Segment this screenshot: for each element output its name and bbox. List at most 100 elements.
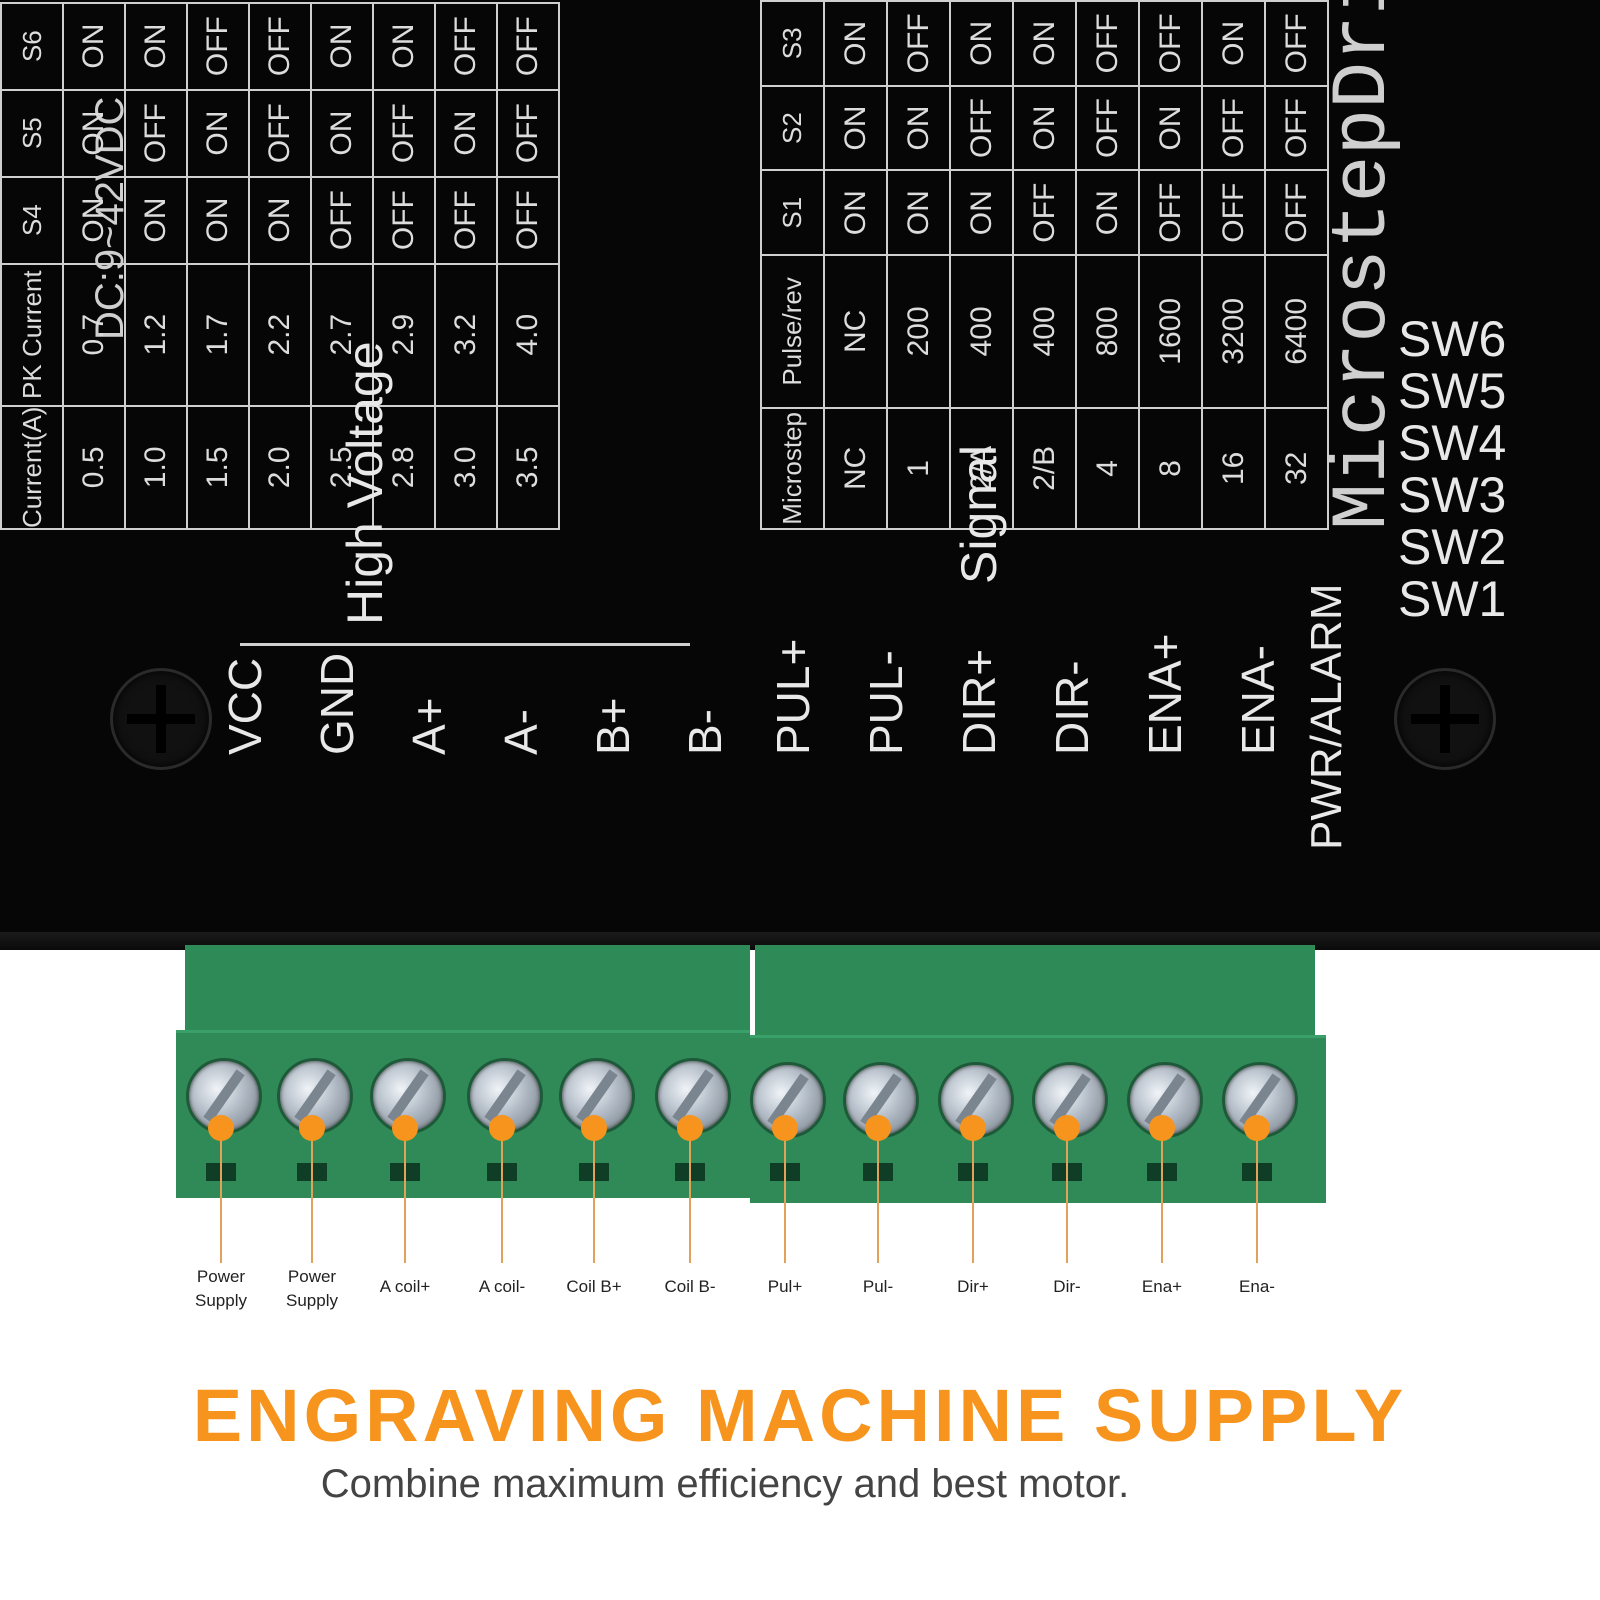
port-marker-dot bbox=[208, 1115, 234, 1141]
port-label-line: Ena+ bbox=[1141, 1277, 1183, 1296]
port-label-line: A coil+ bbox=[379, 1277, 431, 1296]
port-marker-dot bbox=[489, 1115, 515, 1141]
current-table-cell: OFF bbox=[125, 89, 187, 177]
port-leader-line bbox=[311, 1128, 313, 1263]
microstep-table-cell: ON bbox=[1013, 85, 1076, 171]
current-table-cell: S4 bbox=[1, 176, 63, 264]
terminal-block-signal-top bbox=[755, 945, 1315, 1035]
port-leader-line bbox=[404, 1128, 406, 1263]
current-table-cell: ON bbox=[249, 176, 311, 264]
microstep-table-cell: Microstep bbox=[761, 407, 824, 529]
microstep-table-cell: OFF bbox=[1265, 170, 1328, 256]
current-table-cell: OFF bbox=[249, 89, 311, 177]
microstep-table-cell: ON bbox=[824, 170, 887, 256]
panel-terminal-label: VCC bbox=[219, 657, 271, 755]
current-table-cell: OFF bbox=[497, 176, 559, 264]
port-leader-line bbox=[972, 1128, 974, 1263]
current-table-cell: ON bbox=[311, 89, 373, 177]
port-marker-dot bbox=[865, 1115, 891, 1141]
port-label-line: Pul+ bbox=[767, 1277, 803, 1296]
microstep-table-cell: OFF bbox=[1202, 85, 1265, 171]
current-table-cell: Current(A) bbox=[1, 405, 63, 529]
port-label-line: Coil B+ bbox=[566, 1277, 622, 1296]
port-label: Pul+ bbox=[730, 1275, 840, 1299]
mounting-screw-right bbox=[1394, 668, 1496, 770]
microstep-table-cell: OFF bbox=[1013, 170, 1076, 256]
current-table-cell: S6 bbox=[1, 2, 63, 90]
port-label: Coil B+ bbox=[539, 1275, 649, 1299]
port-leader-line bbox=[784, 1128, 786, 1263]
current-table-cell: OFF bbox=[435, 2, 497, 90]
current-table-cell: OFF bbox=[373, 89, 435, 177]
current-table-cell: ON bbox=[187, 176, 249, 264]
port-label-line: A coil- bbox=[478, 1277, 526, 1296]
current-table-cell: 3.2 bbox=[435, 263, 497, 406]
current-table-cell: 1.5 bbox=[187, 405, 249, 529]
dip-switch-label: SW5 bbox=[1398, 363, 1507, 419]
terminal-block-hv bbox=[176, 1030, 750, 1198]
port-label: A coil- bbox=[447, 1275, 557, 1299]
port-label: Dir- bbox=[1012, 1275, 1122, 1299]
current-table-cell: 3.5 bbox=[497, 405, 559, 529]
current-table-cell: 3.0 bbox=[435, 405, 497, 529]
microstep-table-cell: S1 bbox=[761, 170, 824, 256]
microstep-table-cell: ON bbox=[1139, 85, 1202, 171]
panel-terminal-label: DIR- bbox=[1046, 660, 1098, 755]
current-table-cell: 0.5 bbox=[63, 405, 125, 529]
panel-terminal-label: GND bbox=[311, 652, 363, 755]
current-table-cell: PK Current bbox=[1, 263, 63, 406]
dip-switch-label: SW4 bbox=[1398, 415, 1507, 471]
port-marker-dot bbox=[392, 1115, 418, 1141]
panel-terminal-label: PUL- bbox=[860, 650, 912, 755]
current-table-cell: ON bbox=[63, 2, 125, 90]
microstep-table-cell: OFF bbox=[1139, 170, 1202, 256]
panel-terminal-label: A+ bbox=[403, 697, 455, 755]
microstep-table-cell: 400 bbox=[950, 255, 1013, 408]
microstep-table-cell: Pulse/rev bbox=[761, 255, 824, 408]
microstep-table-cell: S3 bbox=[761, 1, 824, 86]
port-label-line: Supply bbox=[195, 1291, 247, 1310]
port-leader-line bbox=[877, 1128, 879, 1263]
current-table-cell: 1.0 bbox=[125, 405, 187, 529]
port-label-line: Pul- bbox=[862, 1277, 894, 1296]
microstep-table-cell: NC bbox=[824, 255, 887, 408]
current-table-cell: 2.0 bbox=[249, 405, 311, 529]
port-marker-dot bbox=[772, 1115, 798, 1141]
microstep-table-cell: 1 bbox=[887, 407, 950, 529]
port-label-line: Supply bbox=[286, 1291, 338, 1310]
status-label: PWR/ALARM bbox=[1302, 583, 1351, 850]
port-label-line: Dir+ bbox=[957, 1277, 989, 1296]
current-table-cell: ON bbox=[373, 2, 435, 90]
high-voltage-label: High Voltage bbox=[337, 341, 393, 625]
current-table-cell: ON bbox=[63, 89, 125, 177]
current-table-cell: OFF bbox=[187, 2, 249, 90]
port-label-line: Coil B- bbox=[664, 1277, 716, 1296]
terminal-screw[interactable] bbox=[1127, 1062, 1203, 1138]
microstep-table-cell: 200 bbox=[887, 255, 950, 408]
dip-switch-label: SW1 bbox=[1398, 571, 1507, 627]
current-table-cell: ON bbox=[435, 89, 497, 177]
port-label: Pul- bbox=[823, 1275, 933, 1299]
microstep-table-cell: OFF bbox=[887, 1, 950, 86]
headline: ENGRAVING MACHINE SUPPLY bbox=[192, 1374, 1408, 1457]
current-table-cell: 4.0 bbox=[497, 263, 559, 406]
dip-switch-label: SW2 bbox=[1398, 519, 1507, 575]
microstep-table-cell: 2/B bbox=[1013, 407, 1076, 529]
panel-terminal-label: ENA- bbox=[1232, 645, 1284, 755]
driver-title: MicrostepDriver bbox=[1320, 0, 1408, 530]
microstep-table-cell: 400 bbox=[1013, 255, 1076, 408]
current-table-cell: OFF bbox=[435, 176, 497, 264]
port-leader-line bbox=[593, 1128, 595, 1263]
microstep-table-cell: 16 bbox=[1202, 407, 1265, 529]
microstep-table-cell: ON bbox=[1013, 1, 1076, 86]
